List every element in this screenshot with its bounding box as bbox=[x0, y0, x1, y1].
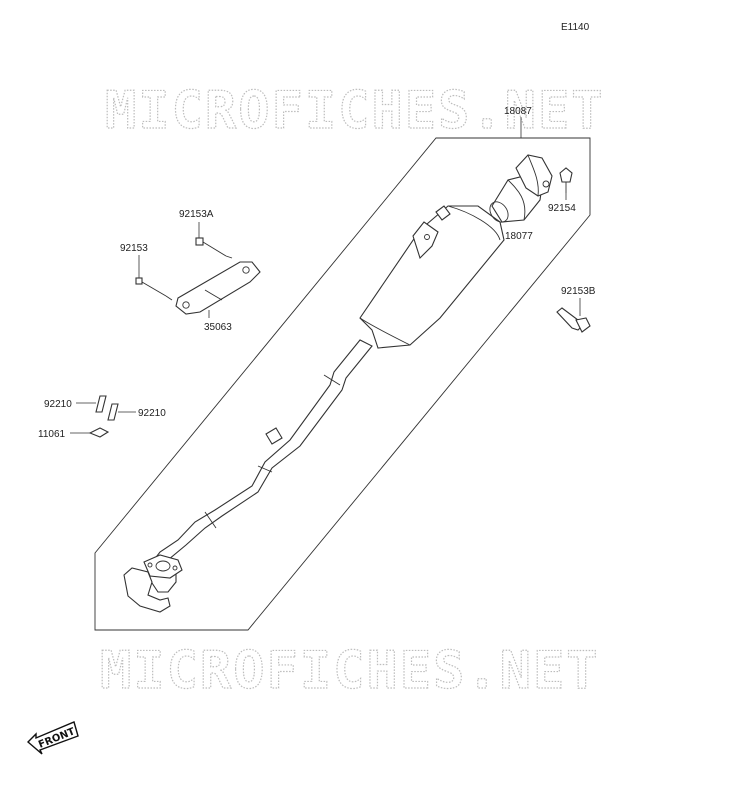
exhaust-pipe bbox=[123, 339, 373, 613]
part-92210-clip-left bbox=[95, 395, 107, 413]
label-92210-right: 92210 bbox=[138, 408, 166, 419]
muffler bbox=[359, 205, 505, 349]
part-92210-clip-right bbox=[107, 403, 119, 421]
front-arrow-icon: FRONT bbox=[26, 721, 79, 755]
label-11061: 11061 bbox=[38, 429, 66, 440]
label-92153B: 92153B bbox=[561, 286, 596, 297]
part-92153A-bolt bbox=[195, 237, 233, 259]
watermark-top: MICROFICHES.NET bbox=[105, 81, 605, 141]
part-18087-end-cap bbox=[515, 154, 553, 197]
part-11061-gasket bbox=[88, 427, 110, 438]
label-18087: 18087 bbox=[504, 106, 532, 117]
part-92154-bolt bbox=[559, 167, 573, 193]
label-18077: 18077 bbox=[505, 231, 533, 242]
part-35063-bracket bbox=[175, 261, 261, 315]
diagram-code: E1140 bbox=[561, 22, 590, 33]
assembly-frame bbox=[94, 137, 591, 631]
label-92210-left: 92210 bbox=[44, 399, 72, 410]
label-92153A: 92153A bbox=[179, 209, 214, 220]
part-92153B-bolt bbox=[556, 307, 591, 333]
label-92153: 92153 bbox=[120, 243, 148, 254]
watermark-bottom: MICROFICHES.NET bbox=[100, 641, 600, 701]
label-35063: 35063 bbox=[204, 322, 232, 333]
label-92154: 92154 bbox=[548, 203, 576, 214]
part-92153-bolt bbox=[135, 277, 173, 301]
